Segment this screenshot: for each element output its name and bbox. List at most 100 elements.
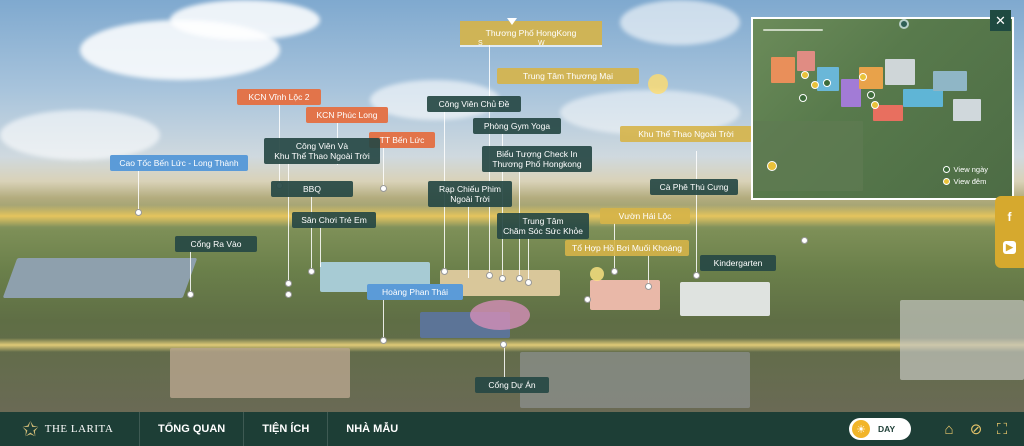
map-dot[interactable] [308, 268, 315, 275]
social-panel: f ▶ [995, 196, 1024, 268]
label-ca-phe[interactable]: Cà Phê Thú Cưng [650, 179, 738, 196]
pin-line [288, 163, 289, 283]
factory-roof [2, 258, 198, 298]
label-kcn-vinh-loc-2[interactable]: KCN Vĩnh Lộc 2 [237, 89, 321, 106]
compass-header[interactable]: Thương Phố HongKong [460, 21, 602, 45]
label-cao-toc[interactable]: Cao Tốc Bến Lức - Long Thành [110, 155, 248, 172]
map-dot[interactable] [525, 279, 532, 286]
compass-title: Thương Phố HongKong [485, 28, 577, 38]
road-glow [0, 338, 1024, 352]
label-san-choi[interactable]: Sân Chơi Trẻ Em [292, 212, 376, 229]
minimap-marker[interactable] [811, 81, 819, 89]
label-trung-tam-thuong-mai[interactable]: Trung Tâm Thương Mại [497, 68, 639, 85]
map-dot[interactable] [380, 337, 387, 344]
star-logo-icon: ✩ [22, 418, 39, 441]
map-dot[interactable] [187, 291, 194, 298]
map-dot[interactable] [441, 268, 448, 275]
pin-line [504, 345, 505, 377]
map-dot[interactable] [486, 272, 493, 279]
label-bbq[interactable]: BBQ [271, 181, 353, 198]
compass-letter-w: W [538, 40, 545, 47]
minimap-block [841, 79, 861, 107]
legend-night[interactable]: View đêm [942, 177, 988, 186]
minimap-marker[interactable] [871, 101, 879, 109]
nav-tien-ich[interactable]: TIỆN ÍCH [244, 412, 329, 446]
map-dot[interactable] [285, 291, 292, 298]
minimap-view[interactable]: View ngày View đêm [753, 19, 1012, 198]
minimap-block [873, 105, 903, 121]
map-dot[interactable] [285, 280, 292, 287]
flower-garden [470, 300, 530, 330]
label-trung-tam-suc-khoe[interactable]: Trung Tâm Chăm Sóc Sức Khỏe [497, 213, 589, 240]
pin-line [190, 250, 191, 295]
minimap-marker[interactable] [767, 161, 777, 171]
label-vuon-hai-loc[interactable]: Vườn Hái Lộc [600, 208, 690, 225]
label-phong-gym[interactable]: Phòng Gym Yoga [473, 118, 561, 135]
label-rap-chieu-phim[interactable]: Rạp Chiếu Phim Ngoài Trời [428, 181, 512, 208]
label-kcn-phuc-long[interactable]: KCN Phúc Long [306, 107, 388, 124]
minimap-block [903, 89, 943, 107]
minimap-marker[interactable] [823, 79, 831, 87]
logo-text: THE LARITA [44, 423, 114, 435]
logo[interactable]: ✩ THE LARITA [0, 412, 140, 446]
pin-line [528, 238, 529, 283]
sun-icon: ☀ [852, 420, 870, 438]
map-dot[interactable] [801, 237, 808, 244]
nav-tong-quan[interactable]: TỔNG QUAN [140, 412, 245, 446]
minimap-block [953, 99, 981, 121]
label-cong-vien-chu-de[interactable]: Công Viên Chủ Đề [427, 96, 521, 113]
pin-line [648, 255, 649, 287]
map-dot[interactable] [135, 209, 142, 216]
legend-day-label: View ngày [953, 165, 988, 174]
map-dot[interactable] [499, 275, 506, 282]
youtube-icon[interactable]: ▶ [1003, 240, 1016, 254]
cloud [0, 110, 160, 160]
legend-day[interactable]: View ngày [942, 165, 988, 174]
cloud [170, 0, 320, 40]
town-houses [900, 300, 1024, 380]
pin-line [311, 196, 312, 271]
minimap-block [859, 67, 883, 89]
minimap-block [885, 59, 915, 85]
map-dot[interactable] [645, 283, 652, 290]
nav-nha-mau[interactable]: NHÀ MẪU [346, 423, 399, 435]
map-dot[interactable] [611, 268, 618, 275]
compass-pointer-icon [507, 18, 517, 25]
minimap-block [797, 51, 815, 71]
minimap-marker[interactable] [801, 71, 809, 79]
facebook-icon[interactable]: f [1007, 210, 1012, 225]
map-dot[interactable] [516, 275, 523, 282]
map-icon[interactable]: ⌂ [944, 420, 954, 438]
minimap-road [763, 29, 823, 31]
legend-night-icon [942, 178, 950, 185]
label-tt-ben-luc[interactable]: TT Bến Lức [369, 132, 435, 149]
map-dot[interactable] [693, 272, 700, 279]
label-cong-ra-vao[interactable]: Cổng Ra Vào [175, 236, 257, 253]
compass-off-icon[interactable]: ⊘ [969, 421, 983, 438]
fullscreen-icon[interactable]: ⛶ [996, 420, 1008, 438]
label-cong-vien-the-thao[interactable]: Công Viên Và Khu Thể Thao Ngoài Trời [264, 138, 380, 165]
minimap-block [933, 71, 967, 91]
label-bieu-tuong[interactable]: Biểu Tượng Check In Thương Phố Hongkong [482, 146, 592, 173]
label-cong-du-an[interactable]: Cổng Dự Án [475, 377, 549, 394]
minimap-marker[interactable] [859, 73, 867, 81]
map-dot[interactable] [584, 296, 591, 303]
map-dot[interactable] [380, 185, 387, 192]
minimap-marker[interactable] [867, 91, 875, 99]
glow-dot [590, 267, 604, 281]
minimap-marker[interactable] [799, 94, 807, 102]
town-houses [170, 348, 350, 398]
label-kindergarten[interactable]: Kindergarten [700, 255, 776, 272]
town-houses [520, 352, 750, 408]
minimap[interactable]: View ngày View đêm [751, 17, 1014, 200]
compass-letter-s: S [478, 40, 483, 47]
pin-line [468, 206, 469, 278]
label-hoang-phan-thai[interactable]: Hoàng Phan Thái [367, 284, 463, 301]
close-minimap-button[interactable]: ✕ [990, 10, 1011, 31]
day-night-toggle[interactable]: ☀ DAY [849, 418, 911, 440]
pin-line [383, 298, 384, 340]
label-khu-the-thao[interactable]: Khu Thể Thao Ngoài Trời [620, 126, 752, 143]
map-dot[interactable] [500, 341, 507, 348]
label-to-hop-ho-boi[interactable]: Tổ Hợp Hồ Bơi Muối Khoáng [565, 240, 689, 257]
minimap-legend: View ngày View đêm [942, 162, 988, 186]
